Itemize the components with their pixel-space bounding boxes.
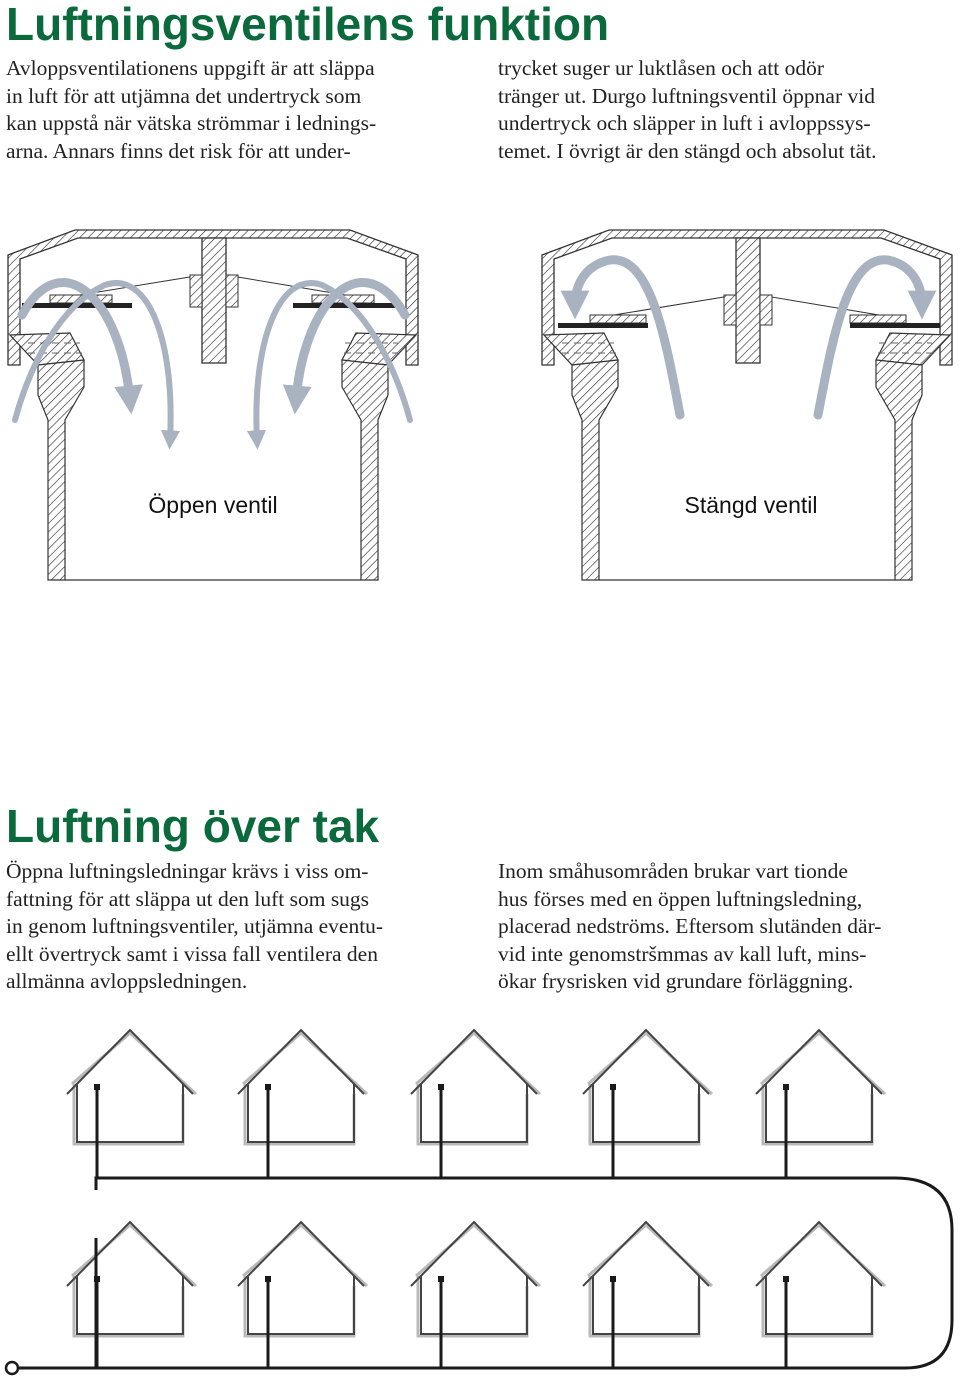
text-line: allmänna avloppsledningen. xyxy=(6,969,248,993)
vent-pipe xyxy=(783,1276,789,1368)
text-line: ellt övertryck samt i vissa fall ventile… xyxy=(6,941,378,966)
text-line: fattning för att släppa ut den luft som … xyxy=(6,886,370,911)
valve-body xyxy=(541,229,953,581)
house xyxy=(410,1220,542,1368)
closed-valve-label: Stängd ventil xyxy=(685,492,818,518)
intro-paragraph-left: Avloppsventilationens uppgift är att slä… xyxy=(6,55,376,165)
house-network-diagram xyxy=(4,1028,954,1376)
house xyxy=(237,1028,369,1178)
house xyxy=(66,1028,198,1178)
roof-vent-paragraph-right: Inom småhusområden brukar vart tionde hu… xyxy=(498,858,881,996)
vent-pipe xyxy=(94,1084,100,1178)
text-line: arna. Annars finns det risk för att unde… xyxy=(6,138,351,163)
text-line: undertryck och släpper in luft i avlopps… xyxy=(498,111,871,135)
text-line: tränger ut. Durgo luftningsventil öppnar… xyxy=(498,83,875,108)
text-line: in luft för att utjämna det undertryck s… xyxy=(6,83,362,108)
house xyxy=(237,1220,369,1368)
text-line: in genom luftningsventiler, utjämna even… xyxy=(6,914,384,938)
text-line: vid inte genomstršmmas av kall luft, min… xyxy=(498,941,867,966)
text-line: ökar frysrisken vid grundare förläggning… xyxy=(498,969,854,993)
text-line: Avloppsventilationens uppgift är att slä… xyxy=(6,56,375,80)
vent-pipe xyxy=(265,1276,271,1368)
house xyxy=(66,1220,198,1368)
text-line: temet. I övrigt är den stängd och absolu… xyxy=(498,138,877,163)
house xyxy=(582,1220,714,1368)
vent-pipe xyxy=(610,1276,616,1368)
vent-pipe xyxy=(783,1084,789,1178)
section-title: Luftning över tak xyxy=(6,800,380,852)
pipe-end-cap xyxy=(4,1360,20,1376)
house xyxy=(755,1028,887,1178)
closed-valve-illustration: Stängd ventil xyxy=(541,229,953,581)
roof-vent-paragraph-left: Öppna luftningsledningar krävs i viss om… xyxy=(6,858,383,996)
text-line: trycket suger ur luktlåsen och att odör xyxy=(498,56,824,80)
text-line: kan uppstå när vätska strömmar i ledning… xyxy=(6,111,377,135)
text-line: hus förses med en öppen luftningsledning… xyxy=(498,886,863,911)
text-line: Öppna luftningsledningar krävs i viss om… xyxy=(6,859,369,883)
intro-paragraph-right: trycket suger ur luktlåsen och att odör … xyxy=(498,55,877,165)
airflow-arrows xyxy=(560,255,937,420)
vent-pipe xyxy=(610,1084,616,1178)
vent-pipe xyxy=(438,1276,444,1368)
open-valve-illustration: Öppen ventil xyxy=(7,229,419,581)
open-valve-label: Öppen ventil xyxy=(148,492,277,518)
house xyxy=(755,1220,887,1368)
page-title: Luftningsventilens funktion xyxy=(6,0,610,50)
house xyxy=(582,1028,714,1178)
text-line: placerad nedströms. Eftersom slutänden d… xyxy=(498,914,882,938)
airflow-arrows xyxy=(12,278,413,450)
vent-pipe xyxy=(265,1084,271,1178)
text-line: Inom småhusområden brukar vart tionde xyxy=(498,859,848,883)
vent-pipe xyxy=(438,1084,444,1178)
house xyxy=(410,1028,542,1178)
sewer-pipe xyxy=(12,1176,954,1370)
valve-diagram: Öppen ventil Stängd ventil xyxy=(7,229,953,581)
